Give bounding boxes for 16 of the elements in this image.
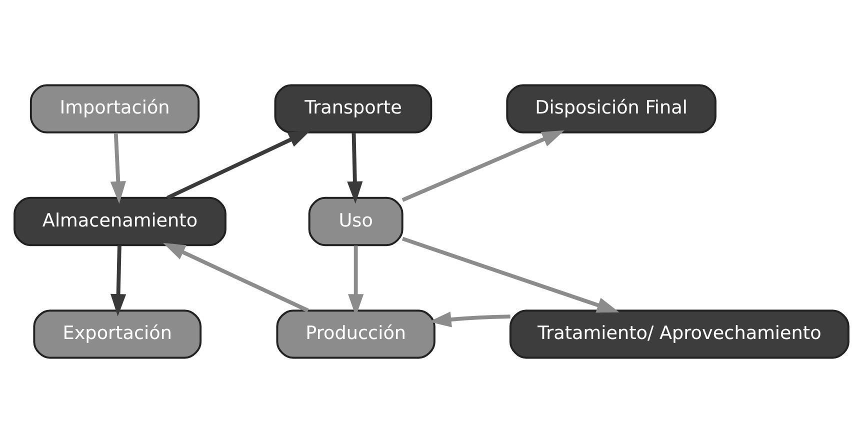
arrow [347, 132, 363, 204]
node-box: Disposición Final [506, 84, 716, 133]
node-box: Transporte [274, 84, 432, 133]
node-box: Uso [308, 196, 404, 246]
arrow [402, 236, 620, 312]
arrow [428, 311, 510, 327]
arrow [162, 242, 309, 312]
node-box: Producción [276, 309, 436, 358]
node-box: Exportación [33, 309, 202, 358]
arrow [110, 132, 126, 204]
node-box: Importación [30, 84, 200, 133]
arrow [110, 245, 126, 316]
node-box: Almacenamiento [14, 196, 226, 246]
arrow [166, 130, 311, 200]
arrow [402, 130, 564, 202]
node-box: Tratamiento/ Aprovechamiento [509, 309, 850, 358]
